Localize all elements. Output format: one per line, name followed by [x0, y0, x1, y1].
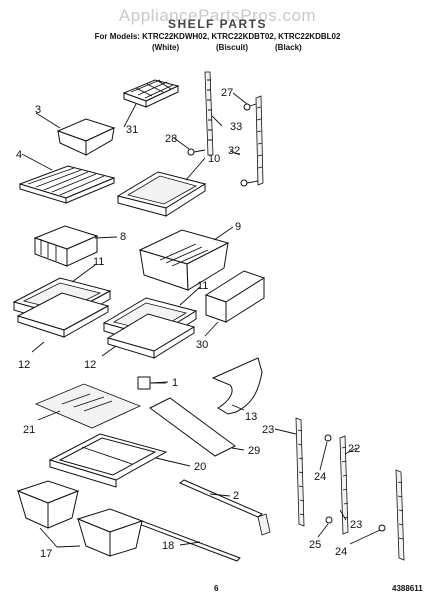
callout-22[interactable]: 22: [348, 443, 360, 455]
callout-11-right[interactable]: 11: [197, 280, 208, 292]
part-28-screw[interactable]: [187, 148, 206, 156]
part-9-crisper-pan[interactable]: [138, 229, 230, 291]
part-24-screw-lower[interactable]: [378, 524, 386, 532]
variant-white: (White): [152, 43, 180, 52]
part-13-deflector[interactable]: [211, 357, 263, 415]
part-25-screw[interactable]: [325, 516, 333, 524]
part-17-bin-left[interactable]: [16, 480, 80, 529]
callout-12-right[interactable]: 12: [84, 359, 96, 371]
part-23-lower-rail-left[interactable]: [295, 417, 305, 527]
models-line: For Models: KTRC22KDWH02, KTRC22KDBT02, …: [94, 32, 341, 41]
callout-9[interactable]: 9: [235, 221, 241, 233]
document-number: 4388611: [392, 584, 423, 593]
page-number: 6: [214, 584, 219, 593]
part-8-wire-basket[interactable]: [33, 225, 99, 267]
callout-labels: 3 31 27 33 28 32 4 10 9 8 11 11 12 12 30…: [16, 87, 362, 560]
part-4-wire-shelf[interactable]: [18, 165, 116, 204]
part-20-crisper-frame[interactable]: [48, 433, 168, 488]
part-12-left-frame[interactable]: [16, 292, 110, 338]
callout-17[interactable]: 17: [40, 548, 52, 560]
callout-20[interactable]: 20: [194, 461, 206, 473]
callout-30[interactable]: 30: [196, 339, 208, 351]
part-29-cover-strip[interactable]: [149, 397, 236, 457]
callout-13[interactable]: 13: [245, 411, 257, 423]
part-22-lower-rail-right[interactable]: [339, 435, 349, 535]
variant-black: (Black): [275, 43, 302, 52]
variant-biscuit: (Biscuit): [216, 43, 248, 52]
callout-3[interactable]: 3: [35, 104, 41, 116]
part-27-screw[interactable]: [243, 103, 257, 111]
part-23-lower-rail-far[interactable]: [395, 469, 405, 561]
callout-10[interactable]: 10: [208, 153, 220, 165]
diagram-title: SHELF PARTS: [168, 17, 267, 31]
callout-32[interactable]: 32: [228, 145, 240, 157]
part-17-bin-right[interactable]: [76, 508, 144, 557]
callout-23-upper[interactable]: 23: [262, 424, 274, 436]
callout-28[interactable]: 28: [165, 133, 177, 145]
callout-12-left[interactable]: 12: [18, 359, 30, 371]
part-31-ice-tray[interactable]: [122, 79, 180, 108]
callout-21[interactable]: 21: [23, 424, 35, 436]
callout-33[interactable]: 33: [230, 121, 242, 133]
callout-29[interactable]: 29: [248, 445, 260, 457]
callout-31[interactable]: 31: [126, 124, 138, 136]
part-24-screw-upper[interactable]: [324, 434, 332, 442]
part-3-small-bin[interactable]: [56, 118, 116, 156]
watermark: AppliancePartsPros.com: [118, 6, 317, 25]
callout-24-upper[interactable]: 24: [314, 471, 326, 483]
part-30-door-bin[interactable]: [204, 270, 266, 323]
part-21-glass-panel[interactable]: [34, 383, 142, 429]
callout-2[interactable]: 2: [233, 490, 239, 502]
callout-1[interactable]: 1: [172, 377, 178, 389]
part-32-upper-rail[interactable]: [255, 95, 264, 186]
callout-23-lower[interactable]: 23: [350, 519, 362, 531]
callout-8[interactable]: 8: [120, 231, 126, 243]
callout-11-left[interactable]: 11: [93, 256, 104, 268]
part-10-glass-shelf[interactable]: [116, 171, 207, 217]
part-32-screw[interactable]: [240, 179, 259, 187]
callout-27[interactable]: 27: [221, 87, 233, 99]
callout-25[interactable]: 25: [309, 539, 321, 551]
callout-4[interactable]: 4: [16, 149, 22, 161]
part-33-upper-rail[interactable]: [204, 71, 214, 156]
part-2-support-rod[interactable]: [179, 479, 271, 536]
part-12-right-frame[interactable]: [106, 313, 196, 359]
callout-24-lower[interactable]: 24: [335, 546, 347, 558]
callout-18[interactable]: 18: [162, 540, 174, 552]
leader-lines: [21, 92, 381, 548]
